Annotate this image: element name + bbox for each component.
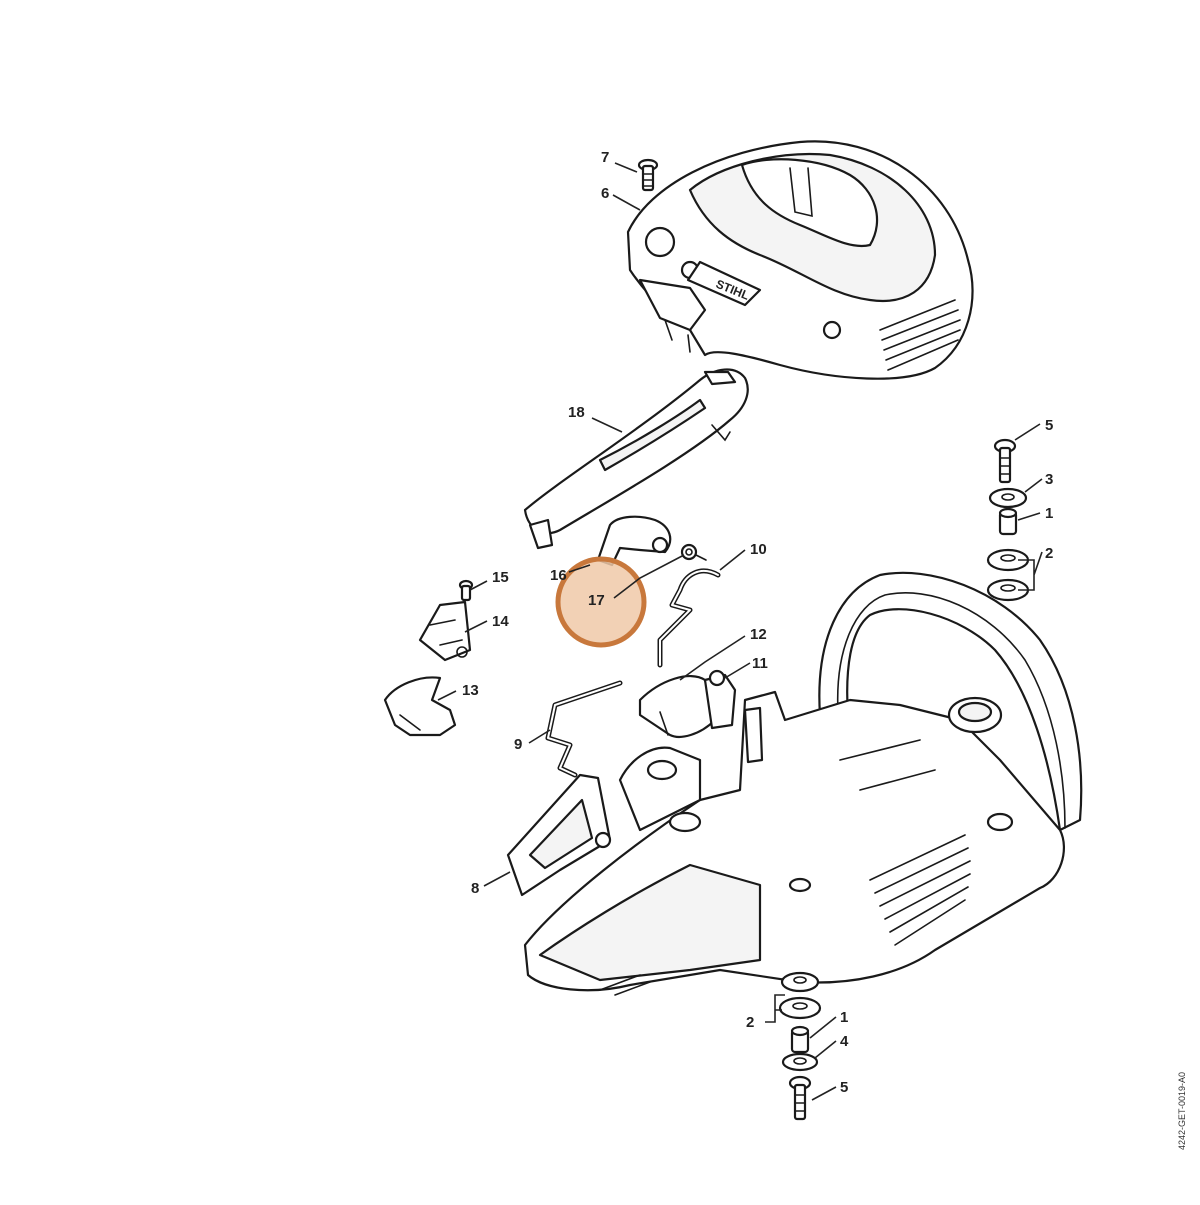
cover-vent-slots bbox=[879, 299, 961, 371]
upper-av-stack bbox=[986, 438, 1030, 602]
control-rod bbox=[657, 568, 721, 668]
av-washer-upper bbox=[988, 487, 1028, 509]
callout-17: 17 bbox=[588, 592, 605, 609]
callout-16: 16 bbox=[550, 567, 567, 584]
av-sleeve-upper bbox=[998, 507, 1018, 536]
callout-5-upper: 5 bbox=[1045, 417, 1053, 434]
rear-handle bbox=[523, 368, 749, 550]
top-housing-cover: STIHL bbox=[626, 140, 974, 380]
av-buffer-upper bbox=[986, 548, 1030, 602]
callout-7: 7 bbox=[601, 149, 609, 166]
callout-labels: 7 6 18 5 3 1 2 10 16 17 15 14 12 11 13 9… bbox=[462, 149, 1053, 1096]
callout-13: 13 bbox=[462, 682, 479, 699]
av-sleeve-lower bbox=[790, 1025, 810, 1054]
callout-1-upper: 1 bbox=[1045, 505, 1053, 522]
lever-slide bbox=[703, 669, 737, 730]
callout-1-lower: 1 bbox=[840, 1009, 848, 1026]
throttle-lever bbox=[638, 675, 717, 738]
top-screw bbox=[637, 158, 659, 192]
callout-2-upper: 2 bbox=[1045, 545, 1053, 562]
callout-12: 12 bbox=[750, 626, 767, 643]
callout-9: 9 bbox=[514, 736, 522, 753]
throttle-trigger bbox=[596, 515, 672, 567]
callout-14: 14 bbox=[492, 613, 509, 630]
callout-5-lower: 5 bbox=[840, 1079, 848, 1096]
callout-11: 11 bbox=[752, 655, 768, 672]
av-screw-lower bbox=[788, 1075, 812, 1121]
callout-18: 18 bbox=[568, 404, 585, 421]
callout-4: 4 bbox=[840, 1033, 849, 1050]
bracket-screw bbox=[458, 579, 474, 602]
main-housing bbox=[523, 571, 1083, 996]
callout-10: 10 bbox=[750, 541, 767, 558]
switch-bracket bbox=[418, 600, 472, 662]
highlight-marker[interactable] bbox=[555, 556, 647, 648]
callout-6: 6 bbox=[601, 185, 609, 202]
av-washer-lower bbox=[781, 1052, 819, 1072]
av-screw-upper bbox=[993, 438, 1017, 484]
lower-av-stack bbox=[778, 971, 822, 1121]
callout-15: 15 bbox=[492, 569, 509, 586]
filter-cover bbox=[506, 773, 612, 897]
callout-8: 8 bbox=[471, 880, 479, 897]
av-buffer-lower bbox=[778, 971, 822, 1020]
leader-lines bbox=[437, 162, 1043, 1101]
callout-3: 3 bbox=[1045, 471, 1053, 488]
throttle-rod bbox=[545, 680, 623, 778]
document-code: 4242-GET-0019-A0 bbox=[1177, 1071, 1187, 1150]
callout-2-lower: 2 bbox=[746, 1014, 754, 1031]
torsion-spring bbox=[680, 543, 707, 561]
stop-switch bbox=[383, 676, 457, 737]
housing-vent-slots bbox=[869, 834, 971, 946]
